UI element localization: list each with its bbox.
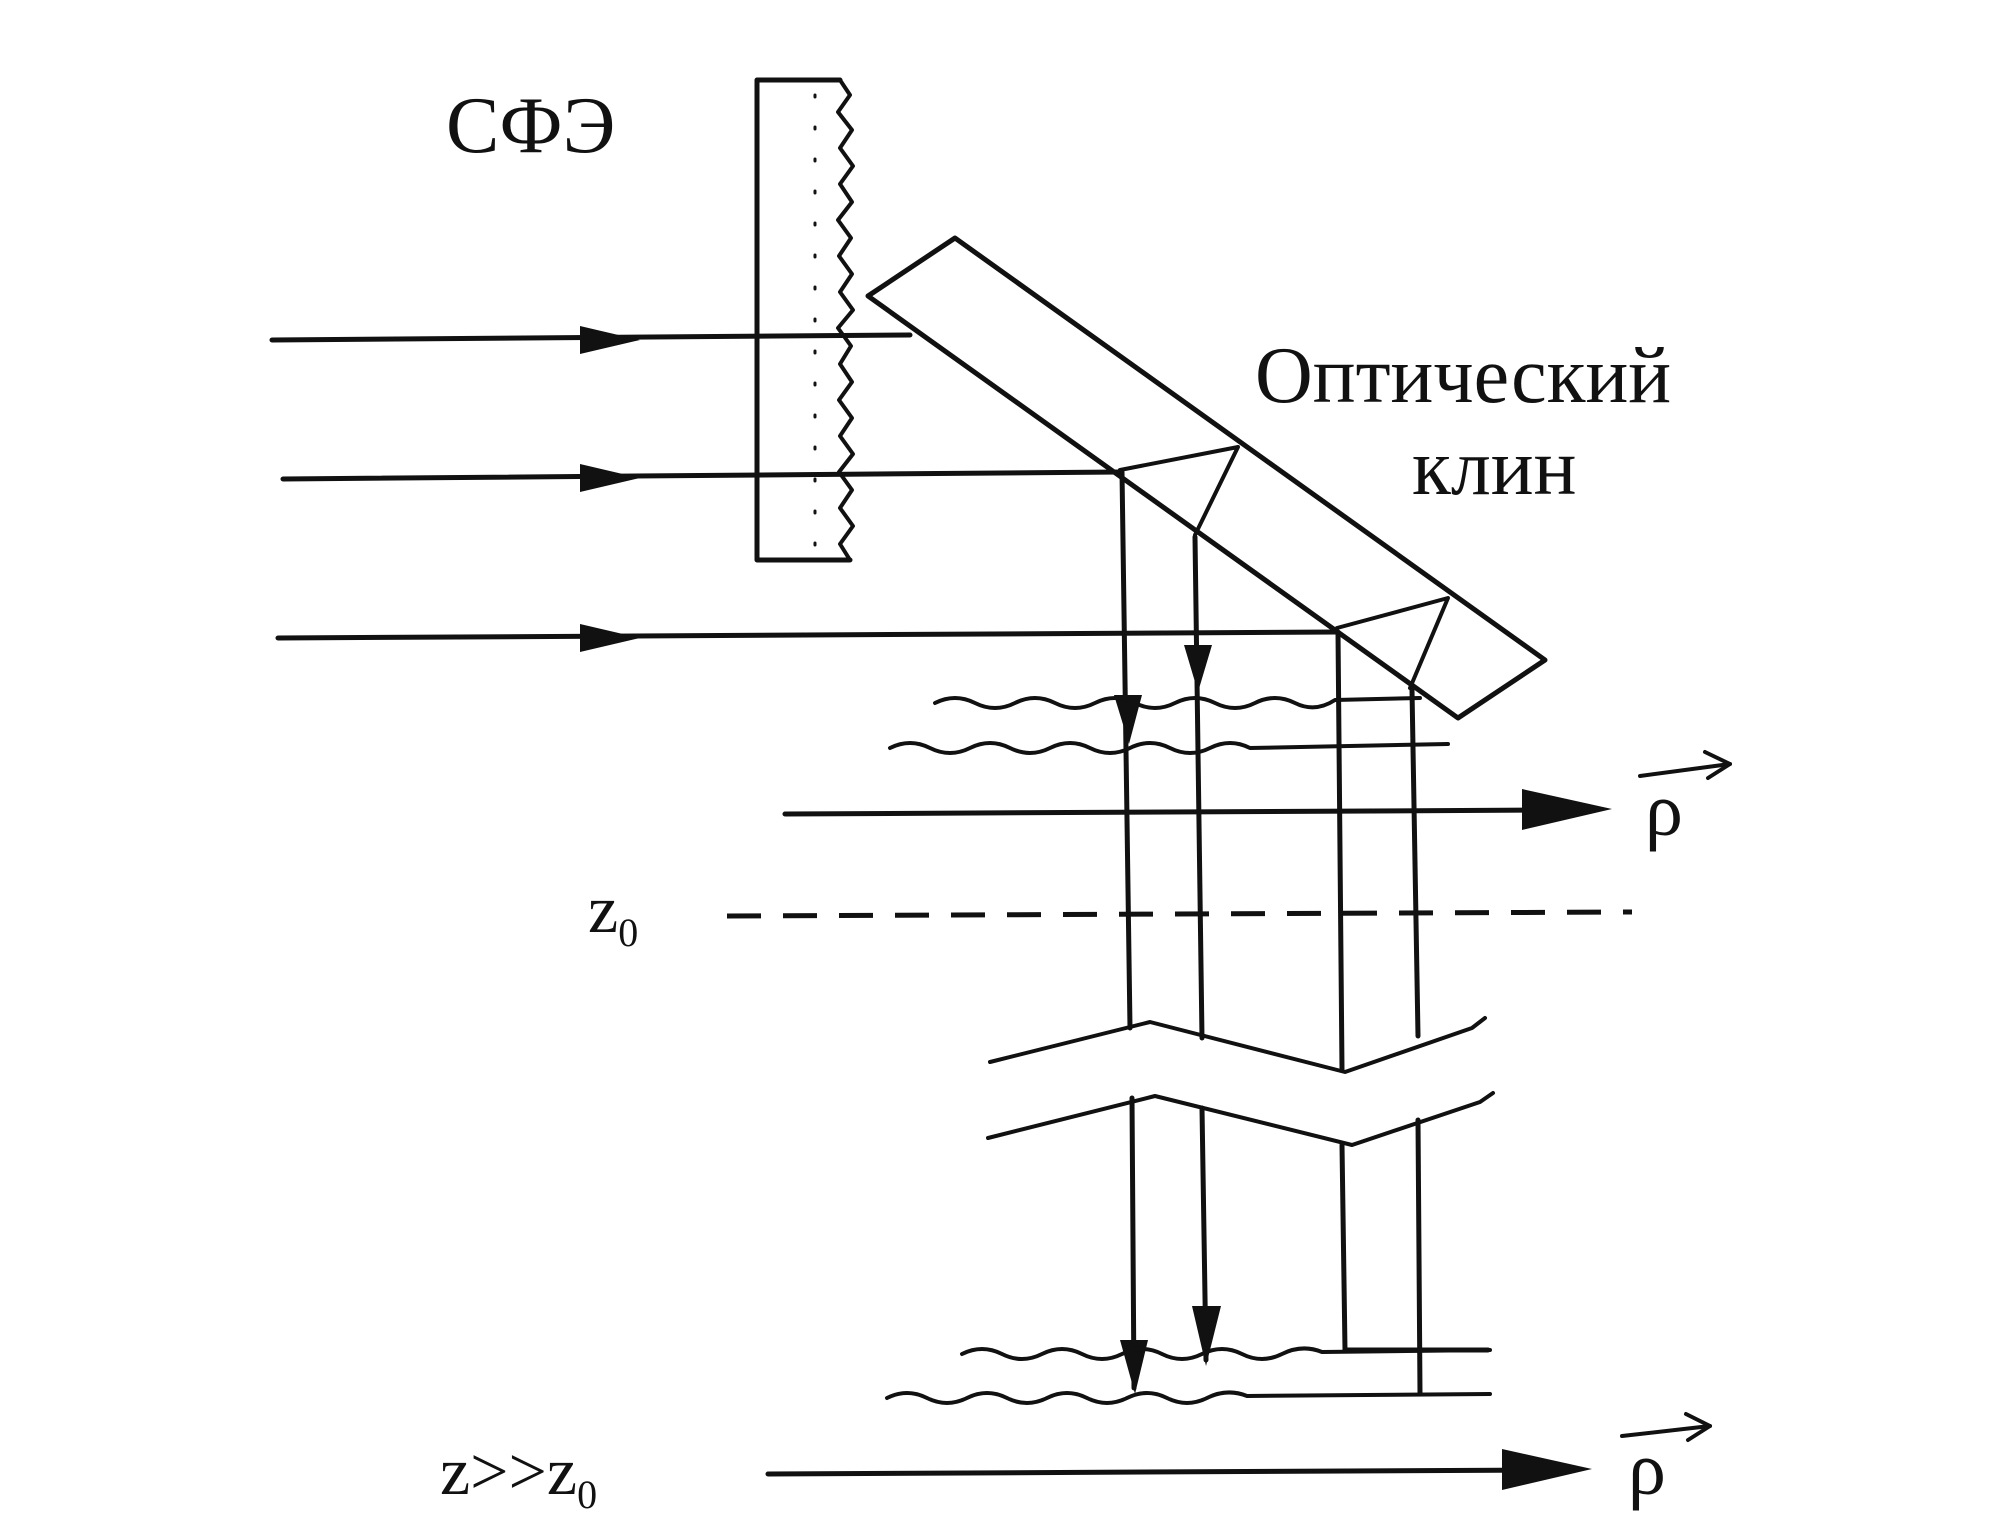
vertical-ray-1-lower	[1129, 1095, 1137, 1391]
wavefront-lower-2	[885, 1390, 1492, 1405]
sfe-label: СФЭ	[446, 82, 615, 170]
optical-wedge	[865, 235, 1548, 721]
vertical-ray-3-lower	[1339, 1142, 1348, 1353]
vertical-ray-3-upper	[1335, 629, 1345, 1073]
filter-rough-edge	[836, 78, 855, 562]
z0-label: z0	[588, 871, 638, 955]
zfar-label-subscript: 0	[577, 1472, 597, 1514]
wedge-outline	[865, 235, 1548, 721]
z0-dashed-line	[726, 909, 1633, 919]
wedge-internal-reflection-2	[1335, 596, 1450, 690]
wavefront-lower-1	[960, 1346, 1492, 1361]
break-line-upper	[988, 1016, 1487, 1074]
incoming-rays	[269, 326, 1340, 652]
z0-level: z0	[588, 871, 1633, 955]
rho-axis-top-arrowhead	[1522, 789, 1612, 830]
incoming-ray-3-arrowhead	[580, 624, 640, 652]
rho-label-bottom: ρ	[1628, 1427, 1666, 1511]
rho-axis-bottom-line	[765, 1467, 1543, 1477]
zfar-label-text: z>>z	[440, 1433, 577, 1509]
z0-label-letter: z	[588, 871, 618, 947]
wedge-label-line1: Оптический	[1255, 332, 1671, 420]
spatial-filter-element	[754, 77, 855, 563]
rho-vector-bar-bottom	[1620, 1424, 1712, 1438]
vertical-ray-1-arrowhead-upper	[1114, 695, 1142, 744]
z0-label-subscript: 0	[618, 910, 638, 955]
vertical-ray-2-arrowhead-lower	[1192, 1306, 1221, 1366]
incoming-ray-2	[280, 469, 1123, 482]
filter-plate-outline	[754, 77, 853, 563]
rho-vector-bar-top	[1638, 762, 1732, 778]
wavefronts-lower	[885, 1346, 1492, 1405]
vertical-ray-4-lower	[1415, 1117, 1423, 1396]
incoming-ray-1-arrowhead	[580, 326, 640, 354]
zfar-label: z>>z0	[440, 1433, 597, 1514]
break-line-lower	[986, 1091, 1495, 1147]
incoming-ray-3	[275, 629, 1340, 641]
incoming-ray-2-arrowhead	[580, 464, 640, 492]
wedge-label-line2: клин	[1412, 424, 1576, 512]
wavefront-upper-1	[933, 696, 1422, 710]
rho-label-top: ρ	[1645, 768, 1683, 852]
vertical-ray-4-upper	[1409, 687, 1421, 1039]
break-marks	[986, 1016, 1495, 1147]
rho-axis-bottom: z>>z0 ρ	[440, 1412, 1712, 1514]
wedge-internal-reflection-1	[1118, 445, 1240, 537]
rho-vector-bar-top-head	[1703, 750, 1732, 780]
vertical-rays-upper	[1114, 469, 1421, 1073]
wavefronts-upper	[888, 696, 1450, 755]
vertical-ray-2-arrowhead-upper	[1184, 645, 1212, 692]
vertical-ray-2-upper	[1192, 534, 1205, 1041]
rho-axis-top-line	[782, 807, 1563, 817]
wavefront-upper-2	[888, 741, 1450, 755]
rho-axis-bottom-arrowhead	[1502, 1449, 1592, 1490]
rho-vector-bar-bottom-head	[1684, 1412, 1712, 1442]
rho-axis-top: ρ	[782, 750, 1732, 852]
